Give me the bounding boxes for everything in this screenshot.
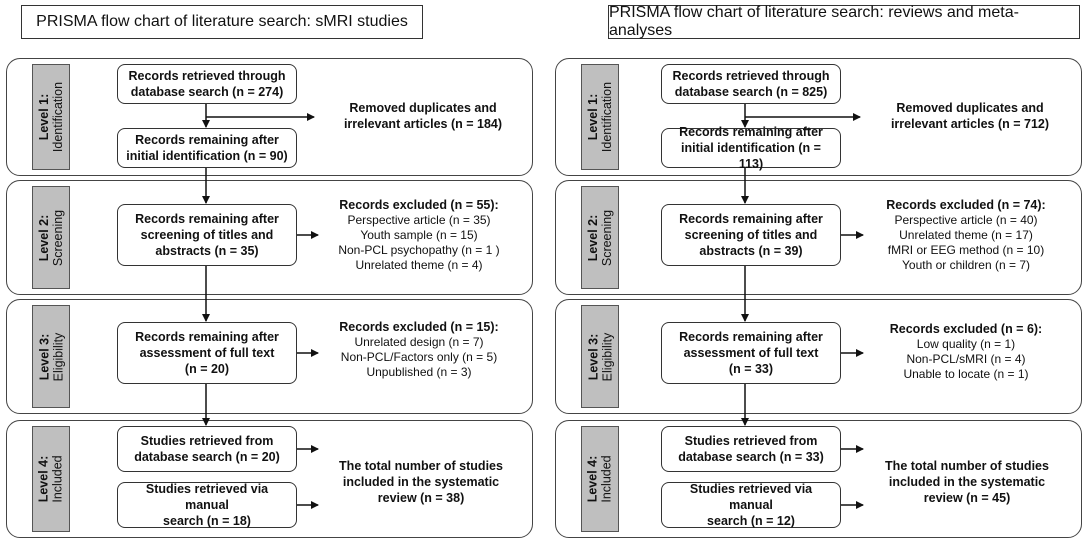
records-remaining-identification-box: Records remaining after initial identific… (661, 125, 841, 171)
total-line: included in the systematic (888, 475, 1046, 489)
box-line: abstracts (n = 39) (699, 244, 803, 258)
records-remaining-screening-box: Records remaining after screening of titl… (661, 204, 841, 266)
records-retrieved-box: Records retrieved through database search… (117, 64, 297, 104)
level-1-label: Level 1:Identification (581, 64, 619, 170)
box-line: assessment of full text (683, 346, 819, 360)
total-line: review (n = 38) (377, 491, 465, 505)
total-line: review (n = 45) (923, 491, 1011, 505)
level-2-label: Level 2:Screening (581, 186, 619, 289)
box-line: database search (n = 33) (678, 450, 824, 464)
removed-duplicates-note: Removed duplicates and irrelevant article… (865, 100, 1075, 132)
exclusion-item: Unrelated theme (n = 17) (899, 228, 1033, 242)
box-line: search (n = 12) (707, 514, 795, 528)
records-remaining-eligibility-box: Records remaining after assessment of ful… (661, 322, 841, 384)
box-line: Records remaining after (135, 330, 279, 344)
box-line: Records retrieved through (128, 69, 286, 83)
records-remaining-identification-box: Records remaining after initial identific… (117, 128, 297, 168)
box-line: Studies retrieved from (684, 434, 818, 448)
exclusion-item: fMRI or EEG method (n = 10) (887, 243, 1045, 257)
box-line: database search (n = 20) (134, 450, 280, 464)
studies-database-box: Studies retrieved from database search (n… (117, 426, 297, 472)
exclusion-item: Low quality (n = 1) (916, 337, 1016, 351)
flow-arrows (741, 104, 864, 509)
total-studies-note: The total number of studies included in t… (321, 458, 521, 506)
box-line: Records remaining after (135, 212, 279, 226)
total-line: The total number of studies (885, 459, 1049, 473)
exclusion-item: Non-PCL/Factors only (n = 5) (340, 350, 498, 364)
note-line: Removed duplicates and (349, 101, 497, 115)
records-remaining-screening-box: Records remaining after screening of titl… (117, 204, 297, 266)
box-line: Records remaining after (679, 212, 823, 226)
exclusion-item: Youth sample (n = 15) (360, 228, 478, 242)
box-line: initial identification (n = 113) (681, 141, 821, 171)
exclusion-item: Unable to locate (n = 1) (903, 367, 1029, 381)
prisma-panel-reviews: PRISMA flow chart of literature search: … (555, 0, 1084, 540)
exclusion-item: Non-PCL/sMRI (n = 4) (906, 352, 1026, 366)
box-line: initial identification (n = 90) (126, 149, 288, 163)
exclusions-heading: Records excluded (n = 15): (339, 320, 499, 334)
box-line: Records retrieved through (672, 69, 830, 83)
flow-arrows (202, 104, 319, 509)
exclusion-item: Perspective article (n = 35) (347, 213, 491, 227)
total-studies-note: The total number of studies included in t… (867, 458, 1067, 506)
exclusion-item: Unrelated theme (n = 4) (355, 258, 483, 272)
box-line: Records remaining after (679, 330, 823, 344)
eligibility-exclusions: Records excluded (n = 6): Low quality (n… (871, 322, 1061, 382)
box-line: assessment of full text (139, 346, 275, 360)
screening-exclusions: Records excluded (n = 55): Perspective a… (324, 198, 514, 273)
total-line: included in the systematic (342, 475, 500, 489)
level-1-label: Level 1:Identification (32, 64, 70, 170)
level-4-label: Level 4:Included (32, 426, 70, 532)
prisma-panel-smri: PRISMA flow chart of literature search: … (6, 0, 536, 540)
total-line: The total number of studies (339, 459, 503, 473)
box-line: Studies retrieved from (140, 434, 274, 448)
exclusion-item: Unpublished (n = 3) (366, 365, 472, 379)
box-line: Records remaining after (135, 133, 279, 147)
level-2-label: Level 2:Screening (32, 186, 70, 289)
records-retrieved-box: Records retrieved through database search… (661, 64, 841, 104)
box-line: screening of titles and (140, 228, 274, 242)
screening-exclusions: Records excluded (n = 74): Perspective a… (871, 198, 1061, 273)
box-line: database search (n = 274) (130, 85, 284, 99)
box-line: Studies retrieved via manual (145, 482, 269, 512)
exclusions-heading: Records excluded (n = 55): (339, 198, 499, 212)
level-3-label: Level 3:Eligibility (581, 305, 619, 408)
studies-manual-box: Studies retrieved via manual search (n = … (661, 482, 841, 528)
level-3-label: Level 3:Eligibility (32, 305, 70, 408)
box-line: (n = 33) (728, 362, 774, 376)
box-line: (n = 20) (184, 362, 230, 376)
panel-title: PRISMA flow chart of literature search: … (21, 5, 423, 39)
exclusions-heading: Records excluded (n = 74): (886, 198, 1046, 212)
box-line: abstracts (n = 35) (155, 244, 259, 258)
exclusion-item: Unrelated design (n = 7) (354, 335, 484, 349)
box-line: search (n = 18) (163, 514, 251, 528)
eligibility-exclusions: Records excluded (n = 15): Unrelated des… (324, 320, 514, 380)
removed-duplicates-note: Removed duplicates and irrelevant article… (318, 100, 528, 132)
level-4-label: Level 4:Included (581, 426, 619, 532)
studies-database-box: Studies retrieved from database search (n… (661, 426, 841, 472)
note-line: irrelevant articles (n = 184) (343, 117, 503, 131)
panel-title: PRISMA flow chart of literature search: … (608, 4, 1080, 39)
exclusion-item: Youth or children (n = 7) (902, 258, 1030, 272)
box-line: screening of titles and (684, 228, 818, 242)
note-line: irrelevant articles (n = 712) (890, 117, 1050, 131)
box-line: Records remaining after (679, 125, 823, 139)
exclusions-heading: Records excluded (n = 6): (889, 322, 1043, 336)
box-line: database search (n = 825) (674, 85, 828, 99)
exclusion-item: Perspective article (n = 40) (894, 213, 1038, 227)
records-remaining-eligibility-box: Records remaining after assessment of ful… (117, 322, 297, 384)
studies-manual-box: Studies retrieved via manual search (n = … (117, 482, 297, 528)
exclusion-item: Non-PCL psychopathy (n = 1 ) (338, 243, 500, 257)
note-line: Removed duplicates and (896, 101, 1044, 115)
box-line: Studies retrieved via manual (689, 482, 813, 512)
